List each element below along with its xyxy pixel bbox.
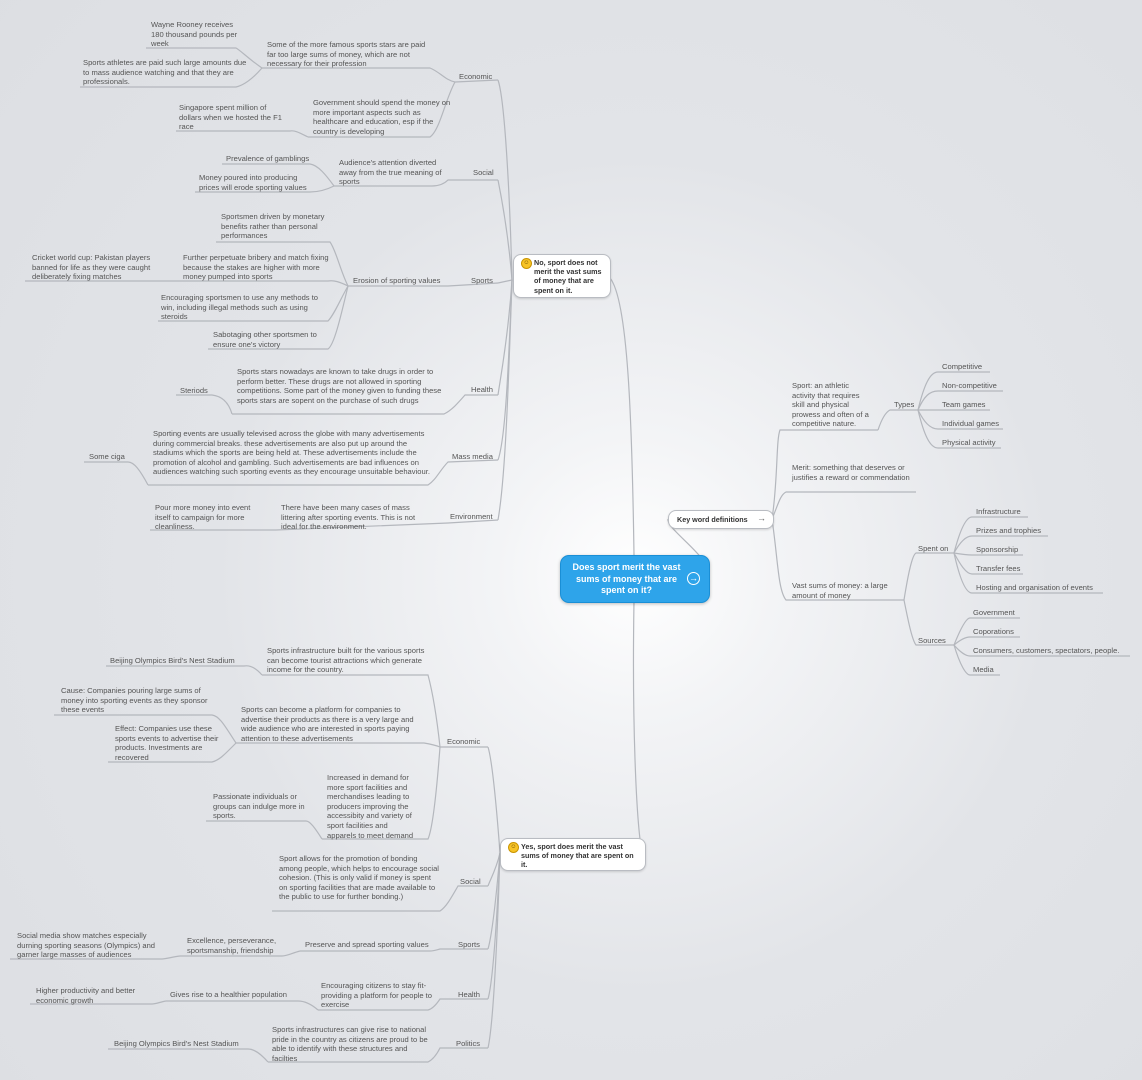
no-environment-littering[interactable]: There have been many cases of mass litte… xyxy=(281,503,416,532)
topic-yes-label: Yes, sport does merit the vast sums of m… xyxy=(521,842,634,870)
no-environment-topic[interactable]: Environment xyxy=(450,512,493,521)
central-topic[interactable]: Does sport merit the vast sums of money … xyxy=(560,555,710,603)
no-social-topic[interactable]: Social xyxy=(473,168,494,177)
no-sports-topic[interactable]: Sports xyxy=(471,276,493,285)
key-type-item[interactable]: Individual games xyxy=(942,419,999,428)
key-types[interactable]: Types xyxy=(894,400,915,409)
no-sports-monetary[interactable]: Sportsmen driven by monetary benefits ra… xyxy=(221,212,325,241)
yes-politics-birds-nest[interactable]: Beijing Olympics Bird's Nest Stadium xyxy=(114,1039,239,1048)
no-health-steroids[interactable]: Steriods xyxy=(180,386,208,395)
no-social-gambling[interactable]: Prevalence of gamblings xyxy=(226,154,310,163)
no-economic-singapore[interactable]: Singapore spent million of dollars when … xyxy=(179,103,282,132)
yes-economic-infrastructure[interactable]: Sports infrastructure built for the vari… xyxy=(267,646,425,675)
key-type-item[interactable]: Physical activity xyxy=(942,438,996,447)
no-media-events[interactable]: Sporting events are usually televised ac… xyxy=(153,429,430,477)
yes-health-encourage[interactable]: Encouraging citizens to stay fit-providi… xyxy=(321,981,433,1010)
yes-economic-demand[interactable]: Increased in demand for more sport facil… xyxy=(327,773,414,840)
key-spent-item[interactable]: Infrastructure xyxy=(976,507,1021,516)
yes-economic-platform[interactable]: Sports can become a platform for compani… xyxy=(241,705,414,743)
key-type-item[interactable]: Competitive xyxy=(942,362,983,371)
no-media-topic[interactable]: Mass media xyxy=(452,452,493,461)
topic-key-label: Key word definitions xyxy=(677,515,748,524)
no-sports-erosion[interactable]: Erosion of sporting values xyxy=(353,276,441,285)
key-type-item[interactable]: Team games xyxy=(942,400,986,409)
yes-social-topic[interactable]: Social xyxy=(460,877,481,886)
no-social-money-values[interactable]: Money poured into producing prices will … xyxy=(199,173,307,192)
yes-economic-topic[interactable]: Economic xyxy=(447,737,481,746)
key-spent-item[interactable]: Sponsorship xyxy=(976,545,1019,554)
smiley-icon: ☺ xyxy=(521,258,532,269)
no-economic-topic[interactable]: Economic xyxy=(459,72,493,81)
yes-health-productivity[interactable]: Higher productivity and better economic … xyxy=(36,986,136,1005)
key-source-item[interactable]: Consumers, customers, spectators, people… xyxy=(973,646,1120,655)
yes-economic-passionate[interactable]: Passionate individuals or groups can ind… xyxy=(213,792,305,821)
no-economic-athletes[interactable]: Sports athletes are paid such large amou… xyxy=(83,58,247,87)
yes-economic-birds-nest[interactable]: Beijing Olympics Bird's Nest Stadium xyxy=(110,656,235,665)
yes-sports-preserve[interactable]: Preserve and spread sporting values xyxy=(305,940,429,949)
key-source-item[interactable]: Media xyxy=(973,665,994,674)
yes-sports-excellence[interactable]: Excellence, perseverance, sportsmanship,… xyxy=(187,936,277,955)
yes-sports-social-media[interactable]: Social media show matches especially dur… xyxy=(17,931,156,960)
smiley-icon: ☺ xyxy=(508,842,519,853)
key-vast-definition[interactable]: Vast sums of money: a large amount of mo… xyxy=(792,581,888,600)
central-topic-label: Does sport merit the vast sums of money … xyxy=(572,562,681,595)
yes-sports-topic[interactable]: Sports xyxy=(458,940,480,949)
key-spent-item[interactable]: Prizes and trophies xyxy=(976,526,1042,535)
no-health-topic[interactable]: Health xyxy=(471,385,493,394)
key-source-item[interactable]: Coporations xyxy=(973,627,1014,636)
arrow-right-icon[interactable]: → xyxy=(757,513,766,523)
no-economic-government[interactable]: Government should spend the money on mor… xyxy=(313,98,451,136)
key-type-item[interactable]: Non-competitive xyxy=(942,381,997,390)
yes-health-healthier[interactable]: Gives rise to a healthier population xyxy=(170,990,287,999)
yes-politics-pride[interactable]: Sports infrastructures can give rise to … xyxy=(272,1025,428,1063)
yes-economic-effect[interactable]: Effect: Companies use these sports event… xyxy=(115,724,219,762)
no-sports-bribery[interactable]: Further perpetuate bribery and match fix… xyxy=(183,253,329,282)
topic-no-label: No, sport does not merit the vast sums o… xyxy=(534,258,602,295)
no-economic-stars[interactable]: Some of the more famous sports stars are… xyxy=(267,40,426,69)
key-spent-on[interactable]: Spent on xyxy=(918,544,949,553)
key-merit-definition[interactable]: Merit: something that deserves or justif… xyxy=(792,463,910,482)
key-spent-item[interactable]: Hosting and organisation of events xyxy=(976,583,1093,592)
no-sports-cricket[interactable]: Cricket world cup: Pakistan players bann… xyxy=(32,253,151,282)
no-sports-encourage[interactable]: Encouraging sportsmen to use any methods… xyxy=(161,293,319,322)
no-social-attention[interactable]: Audience's attention diverted away from … xyxy=(339,158,442,187)
yes-social-bonding[interactable]: Sport allows for the promotion of bondin… xyxy=(279,854,439,902)
yes-politics-topic[interactable]: Politics xyxy=(456,1039,481,1048)
no-sports-sabotage[interactable]: Sabotaging other sportsmen to ensure one… xyxy=(213,330,317,349)
no-media-cigs[interactable]: Some ciga xyxy=(89,452,125,461)
key-sport-definition[interactable]: Sport: an athletic activity that require… xyxy=(792,381,869,429)
yes-health-topic[interactable]: Health xyxy=(458,990,480,999)
topic-yes[interactable]: ☺ Yes, sport does merit the vast sums of… xyxy=(500,838,646,871)
key-spent-item[interactable]: Transfer fees xyxy=(976,564,1021,573)
arrow-right-circle-icon[interactable]: → xyxy=(687,572,700,585)
yes-economic-cause[interactable]: Cause: Companies pouring large sums of m… xyxy=(61,686,208,715)
topic-key-words[interactable]: Key word definitions → xyxy=(668,510,774,529)
no-economic-rooney[interactable]: Wayne Rooney receives 180 thousand pound… xyxy=(151,20,238,49)
no-health-drugs[interactable]: Sports stars nowadays are known to take … xyxy=(237,367,442,405)
topic-no[interactable]: ☺ No, sport does not merit the vast sums… xyxy=(513,254,611,298)
key-source-item[interactable]: Government xyxy=(973,608,1015,617)
no-environment-pour[interactable]: Pour more money into event itself to cam… xyxy=(155,503,251,532)
key-sources[interactable]: Sources xyxy=(918,636,946,645)
